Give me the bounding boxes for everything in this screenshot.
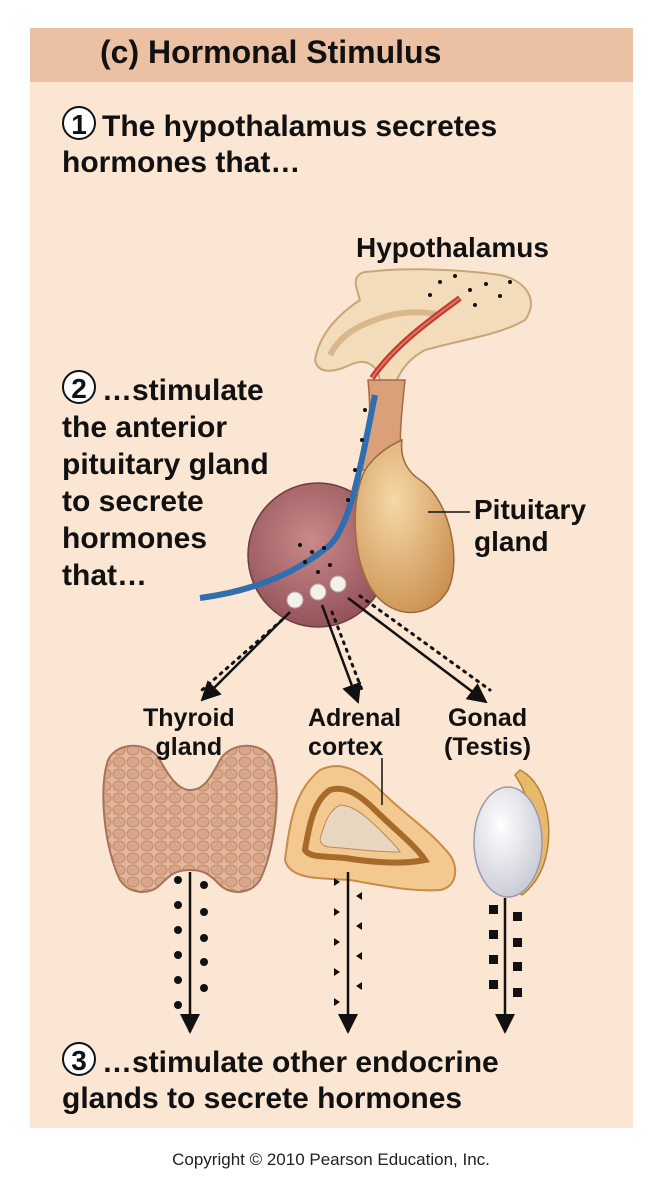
copyright-notice: Copyright © 2010 Pearson Education, Inc. — [172, 1150, 490, 1169]
header-bar: (c) Hormonal Stimulus — [30, 28, 633, 82]
thyroid-hormone-dots — [174, 876, 208, 1009]
step-1-number: 1 — [62, 106, 96, 140]
posterior-pituitary — [354, 438, 455, 614]
pituitary-gland-label: Pituitary gland — [474, 494, 587, 557]
hormone-dots — [298, 274, 512, 574]
adrenal-cortex — [283, 758, 457, 892]
gland-output-arrows — [180, 872, 515, 1034]
hypothalamus-tissue — [313, 268, 532, 388]
step-2-text: 2…stimulate the anterior pituitary gland… — [62, 370, 269, 594]
gonad-testis-label: Gonad (Testis) — [444, 704, 532, 761]
diagram-title: (c) Hormonal Stimulus — [100, 34, 442, 70]
thyroid-gland-label: Thyroid gland — [143, 704, 235, 761]
step-3-text: 3…stimulate other endocrine glands to se… — [62, 1042, 499, 1117]
pituitary-to-gland-arrows — [200, 594, 492, 704]
portal-blood-vessel — [199, 394, 378, 601]
secretory-cells — [286, 575, 347, 609]
step-2-number: 2 — [62, 370, 96, 404]
hypothalamus-label: Hypothalamus — [356, 232, 549, 263]
thyroid-gland — [102, 744, 278, 893]
gonad-testis — [473, 769, 550, 898]
gonad-hormone-squares — [489, 905, 522, 997]
adrenal-cortex-label: Adrenal cortex — [308, 704, 402, 761]
step-3-number: 3 — [62, 1042, 96, 1076]
adrenal-hormone-triangles — [334, 878, 362, 1006]
